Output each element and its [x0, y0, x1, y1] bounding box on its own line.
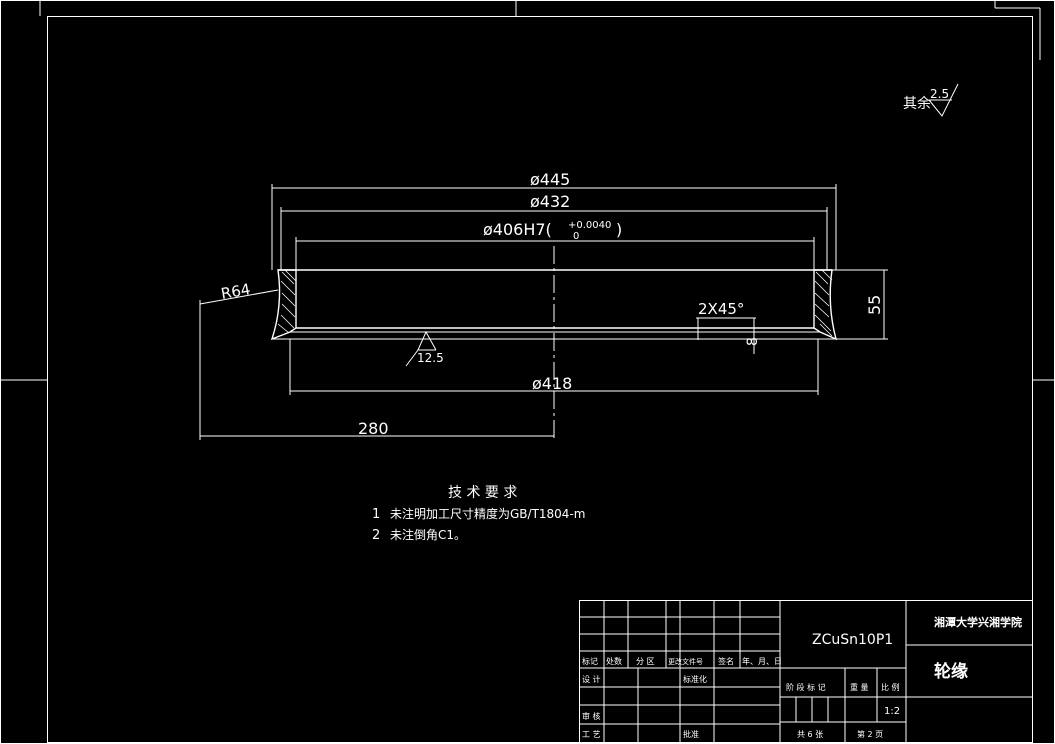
- tech-requirements-title: 技 术 要 求: [448, 485, 517, 501]
- scale-value: 1:2: [884, 706, 900, 717]
- dim-55: 55: [832, 269, 888, 340]
- stage-mark-label: 阶 段 标 记: [786, 682, 826, 692]
- header-doc: 更改文件号: [668, 657, 703, 666]
- approve-label: 批准: [683, 729, 699, 739]
- roughness-symbol: 12.5: [405, 330, 444, 367]
- dim-d418-text: ø418: [532, 374, 572, 393]
- roughness-value: 12.5: [417, 351, 444, 365]
- right-rim-section: [813, 269, 838, 341]
- surface-finish-value: 2.5: [930, 87, 949, 101]
- header-zone: 分 区: [636, 657, 655, 666]
- process-label: 工 艺: [582, 730, 601, 739]
- centering-marks: [0, 0, 1055, 381]
- dim-d406-lower: 0: [573, 231, 579, 242]
- dim-d406-text: ø406H7(: [483, 220, 552, 239]
- title-block: ZCuSn10P1 湘潭大学兴湘学院 轮缘 标记 处数 分 区 更改文件号 签名…: [579, 600, 1033, 743]
- surface-finish-prefix: 其余: [903, 95, 931, 112]
- tech-req-2-num: 2: [372, 528, 380, 543]
- header-date: 年、月、日: [742, 656, 782, 666]
- weight-label: 重 量: [850, 682, 869, 692]
- dim-chamfer-text: 2X45°: [698, 300, 744, 318]
- dim-d445-text: ø445: [530, 170, 570, 189]
- header-mark: 标记: [582, 656, 598, 666]
- dim-d445: ø445: [271, 170, 837, 270]
- dim-d418: ø418: [289, 339, 819, 395]
- scale-label: 比 例: [881, 682, 900, 692]
- dim-chamfer: 2X45° 8: [696, 300, 761, 354]
- dim-r64-text: R64: [220, 280, 252, 303]
- material-text: ZCuSn10P1: [812, 632, 893, 648]
- sheet-total: 共 6 张: [797, 730, 823, 739]
- left-rim-section: [270, 269, 297, 341]
- standardization-label: 标准化: [683, 674, 707, 684]
- dim-chamfer-len: 8: [745, 337, 761, 346]
- tech-req-2-text: 未注倒角C1。: [390, 527, 466, 542]
- dim-d406: ø406H7( +0.0040 0 ): [295, 220, 815, 270]
- surface-finish-note: 其余 2.5: [903, 83, 959, 117]
- school-name: 湘潭大学兴湘学院: [934, 615, 1022, 629]
- dim-d432: ø432: [280, 192, 828, 270]
- dim-d406-upper: +0.0040: [568, 220, 611, 231]
- review-label: 审 核: [582, 711, 601, 721]
- tech-req-1-num: 1: [372, 507, 380, 522]
- header-count: 处数: [606, 656, 622, 666]
- tech-requirements: 技 术 要 求 1 未注明加工尺寸精度为GB/T1804-m 2 未注倒角C1。: [372, 485, 585, 543]
- dim-280-text: 280: [358, 419, 389, 438]
- dim-d432-text: ø432: [530, 192, 570, 211]
- dim-d406-close: ): [616, 220, 622, 239]
- header-sign: 签名: [718, 656, 734, 666]
- tech-req-1-text: 未注明加工尺寸精度为GB/T1804-m: [390, 506, 585, 521]
- part-section: [270, 246, 838, 440]
- title-block-grid: [579, 600, 1032, 742]
- sheet-num: 第 2 页: [857, 729, 883, 739]
- design-label: 设 计: [582, 674, 601, 684]
- part-name: 轮缘: [934, 661, 968, 682]
- dim-55-text: 55: [865, 295, 884, 315]
- dim-280: 280: [199, 300, 554, 440]
- dim-r64: R64: [199, 280, 279, 305]
